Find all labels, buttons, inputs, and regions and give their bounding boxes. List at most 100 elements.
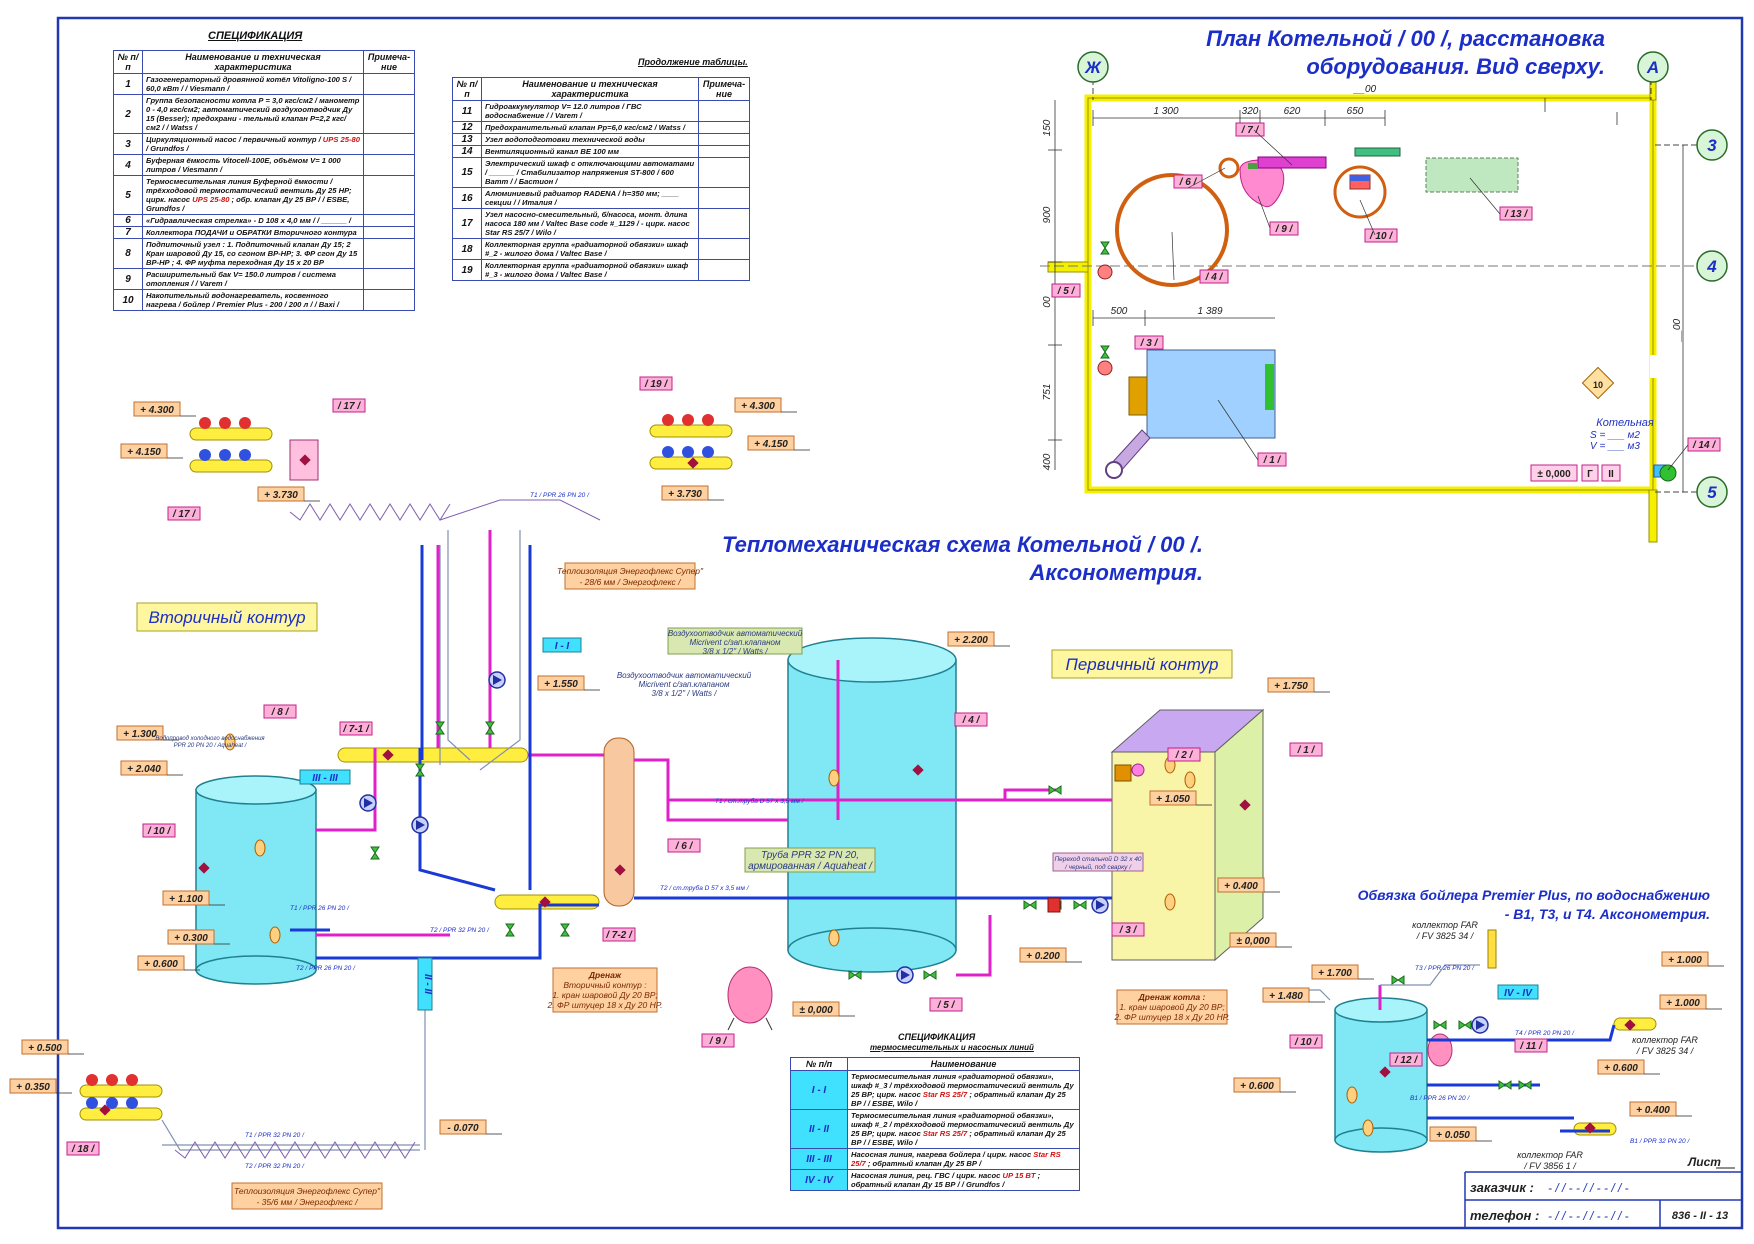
svg-text:T1 / PPR 26 PN 20 /: T1 / PPR 26 PN 20 / bbox=[290, 905, 350, 912]
plan-title: План Котельной / 00 /, расстановка обору… bbox=[1206, 26, 1605, 79]
spec-num: 8 bbox=[113, 238, 143, 269]
elevation-value: + 2.040 bbox=[127, 764, 161, 775]
svg-text:400: 400 bbox=[1042, 453, 1053, 470]
elevation-value: + 1.100 bbox=[169, 894, 203, 905]
svg-text:Micrivent с/зап.клапаном: Micrivent с/зап.клапаном bbox=[639, 680, 730, 689]
svg-text:IV - IV: IV - IV bbox=[1504, 988, 1533, 999]
svg-text:II - II: II - II bbox=[422, 974, 433, 994]
svg-text:900: 900 bbox=[1042, 206, 1053, 223]
spec-text: Вентиляционный канал ВЕ 100 мм bbox=[481, 145, 699, 158]
spec-num: I - I bbox=[790, 1070, 848, 1110]
spec-text: Гидроаккумулятор V= 12.0 литров / ГВС во… bbox=[481, 100, 699, 122]
elevation-marker: + 0.050 bbox=[1429, 1126, 1492, 1142]
plan-dimensions: 1 300 320 620 650 500 1 389 150 900 00 7… bbox=[1042, 84, 1683, 470]
elevation-marker: + 1.300 bbox=[116, 725, 179, 741]
col-num: № п/п bbox=[790, 1057, 848, 1071]
elevation-marker: + 1.050 bbox=[1149, 790, 1212, 806]
elevation-markers: + 4.300+ 4.150+ 3.730+ 4.300+ 4.150+ 3.7… bbox=[9, 397, 1724, 1142]
svg-text:Котельная: Котельная bbox=[1596, 417, 1654, 429]
svg-text:620: 620 bbox=[1284, 106, 1301, 117]
spec-text: Коллекторная группа «радиаторной обвязки… bbox=[481, 259, 699, 281]
spec-note bbox=[698, 187, 750, 209]
elevation-value: + 0.050 bbox=[1436, 1130, 1470, 1141]
drain-note-boiler bbox=[1116, 989, 1228, 1025]
boiler-binding-title: Обвязка бойлера Premier Plus, по водосна… bbox=[1358, 887, 1710, 922]
col-note: Примеча- ние bbox=[698, 77, 750, 101]
svg-text:B1 / PPR 26 PN 20 /: B1 / PPR 26 PN 20 / bbox=[1410, 1095, 1470, 1102]
floor-plan: Ж А 3 4 5 1 300 320 620 650 500 1 389 15… bbox=[1040, 51, 1728, 543]
elevation-marker: + 1.750 bbox=[1267, 677, 1330, 693]
spec-text: Алюминиевый радиатор RADENA / h=350 мм; … bbox=[481, 187, 699, 209]
elevation-value: + 1.050 bbox=[1156, 794, 1190, 805]
svg-text:/ FV 3825 34 /: / FV 3825 34 / bbox=[1636, 1046, 1695, 1056]
svg-text:3: 3 bbox=[1707, 136, 1717, 155]
spec-note bbox=[363, 175, 415, 215]
svg-text:S = ___ м2: S = ___ м2 bbox=[1590, 430, 1640, 441]
title-block: Лист заказчик : - / / - - / / - - / / - … bbox=[1464, 1155, 1742, 1228]
svg-text:1. кран шаровой Ду 20 ВР;: 1. кран шаровой Ду 20 ВР; bbox=[1119, 1002, 1225, 1012]
svg-text:± 0,000: ± 0,000 bbox=[1537, 469, 1571, 480]
svg-text:/ 4 /: / 4 / bbox=[1205, 272, 1224, 283]
svg-text:B1 / PPR 32 PN 20 /: B1 / PPR 32 PN 20 / bbox=[1630, 1138, 1690, 1145]
spec-num: 11 bbox=[452, 100, 482, 122]
spec-text: Термосмесительная линия «радиаторной обв… bbox=[847, 1070, 1080, 1110]
spec-text: Группа безопасности котла Р = 3,0 кгс/см… bbox=[142, 94, 364, 134]
elevation-marker: + 4.150 bbox=[120, 443, 183, 459]
col-num: № п/п bbox=[452, 77, 482, 101]
svg-text:T1 / ст.труба D 57 х 3,5 мм /: T1 / ст.труба D 57 х 3,5 мм / bbox=[715, 797, 805, 805]
spec-text: Узел водоподготовки технической воды bbox=[481, 133, 699, 146]
svg-text:Ж: Ж bbox=[1084, 58, 1102, 77]
elevation-value: + 4.300 bbox=[741, 401, 775, 412]
equipment-tag: / 5 / bbox=[937, 1000, 956, 1011]
spec-num: III - III bbox=[790, 1148, 848, 1170]
insulation-note-top bbox=[564, 562, 696, 590]
elevation-marker: + 0.350 bbox=[9, 1078, 72, 1094]
spec-note bbox=[363, 268, 415, 290]
svg-text:/ 13 /: / 13 / bbox=[1504, 209, 1528, 220]
drain-note-secondary bbox=[552, 967, 658, 1013]
svg-text:Тепломеханическая схема Котель: Тепломеханическая схема Котельной / 00 /… bbox=[722, 532, 1203, 557]
elevation-value: + 4.300 bbox=[140, 405, 174, 416]
svg-text:/ 5 /: / 5 / bbox=[1057, 286, 1076, 297]
elevation-value: + 0.200 bbox=[1026, 951, 1060, 962]
secondary-circuit-label: Вторичный контур bbox=[136, 602, 318, 632]
spec-num: 3 bbox=[113, 133, 143, 155]
spec-text: Буферная ёмкость Vitocell-100E, объёмом … bbox=[142, 154, 364, 176]
svg-text:II: II bbox=[1608, 469, 1614, 480]
tag bbox=[1134, 335, 1164, 350]
elevation-value: + 0.500 bbox=[28, 1043, 62, 1054]
elevation-marker: + 4.300 bbox=[734, 397, 797, 413]
spec-note bbox=[698, 208, 750, 239]
elevation-value: ± 0,000 bbox=[1236, 936, 1270, 947]
svg-text:коллектор FAR: коллектор FAR bbox=[1632, 1035, 1698, 1045]
elevation-value: + 4.150 bbox=[754, 439, 788, 450]
svg-text:Водопровод холодного водоснабж: Водопровод холодного водоснабжения bbox=[155, 736, 265, 742]
spec-num: 10 bbox=[113, 289, 143, 311]
elevation-marker: + 1.000 bbox=[1659, 994, 1722, 1010]
svg-text:Дренаж: Дренаж bbox=[588, 970, 622, 980]
equipment-tag: / 3 / bbox=[1119, 925, 1138, 936]
svg-text:751: 751 bbox=[1042, 384, 1053, 401]
svg-text:Воздухоотводчик автоматический: Воздухоотводчик автоматический bbox=[617, 671, 752, 680]
spec-note bbox=[363, 238, 415, 269]
svg-text:/ 9 /: / 9 / bbox=[1275, 224, 1294, 235]
room-info: Котельная S = ___ м2 V = ___ м3 bbox=[1590, 417, 1654, 452]
svg-text:коллектор FAR: коллектор FAR bbox=[1412, 920, 1478, 930]
elevation-value: - 0.070 bbox=[447, 1123, 479, 1134]
spec-num: 15 bbox=[452, 157, 482, 188]
spec-num: 18 bbox=[452, 238, 482, 260]
lines-spec-subtitle: термосмесительных и насосных линий bbox=[870, 1043, 1034, 1052]
svg-text:/ 6 /: / 6 / bbox=[1179, 177, 1198, 188]
spec-text: Газогенераторный дровянной котёл Vitolig… bbox=[142, 73, 364, 95]
svg-text:Первичный контур: Первичный контур bbox=[1066, 655, 1219, 674]
svg-text:4: 4 bbox=[1706, 257, 1717, 276]
svg-text:Вторичный контур: Вторичный контур bbox=[148, 608, 305, 627]
svg-text:T2 / PPR 32 PN 20 /: T2 / PPR 32 PN 20 / bbox=[245, 1163, 305, 1170]
elevation-value: + 1.000 bbox=[1666, 998, 1700, 1009]
